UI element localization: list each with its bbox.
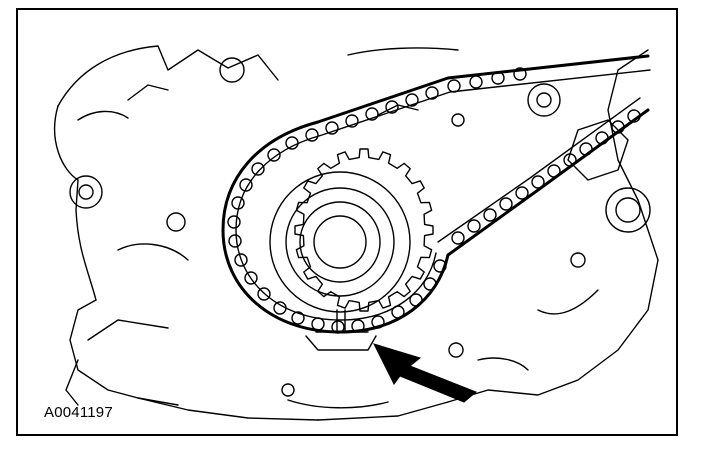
timing-chain-diagram — [54, 45, 659, 421]
arrow-pointer-icon — [373, 343, 477, 403]
bolt-top — [527, 83, 561, 117]
crank-sprocket-teeth — [294, 148, 434, 312]
chain-guide-mark — [305, 335, 377, 351]
timing-chain-rollers — [227, 67, 527, 334]
timing-chain-loop — [221, 54, 650, 334]
timing-chain-strand-rollers — [451, 109, 641, 245]
crank-sprocket-hub — [269, 171, 411, 313]
timing-chain-loop-inner — [235, 69, 651, 321]
engine-block-outline — [54, 45, 659, 421]
bolt-right — [605, 187, 651, 233]
block-holes — [166, 57, 586, 397]
bolt-left — [69, 175, 103, 209]
figure-id-label: A0041197 — [44, 404, 113, 421]
figure-frame: A0041197 — [16, 8, 678, 436]
timing-chain-strand — [446, 108, 650, 257]
timing-chain-strand-inner — [437, 97, 641, 243]
